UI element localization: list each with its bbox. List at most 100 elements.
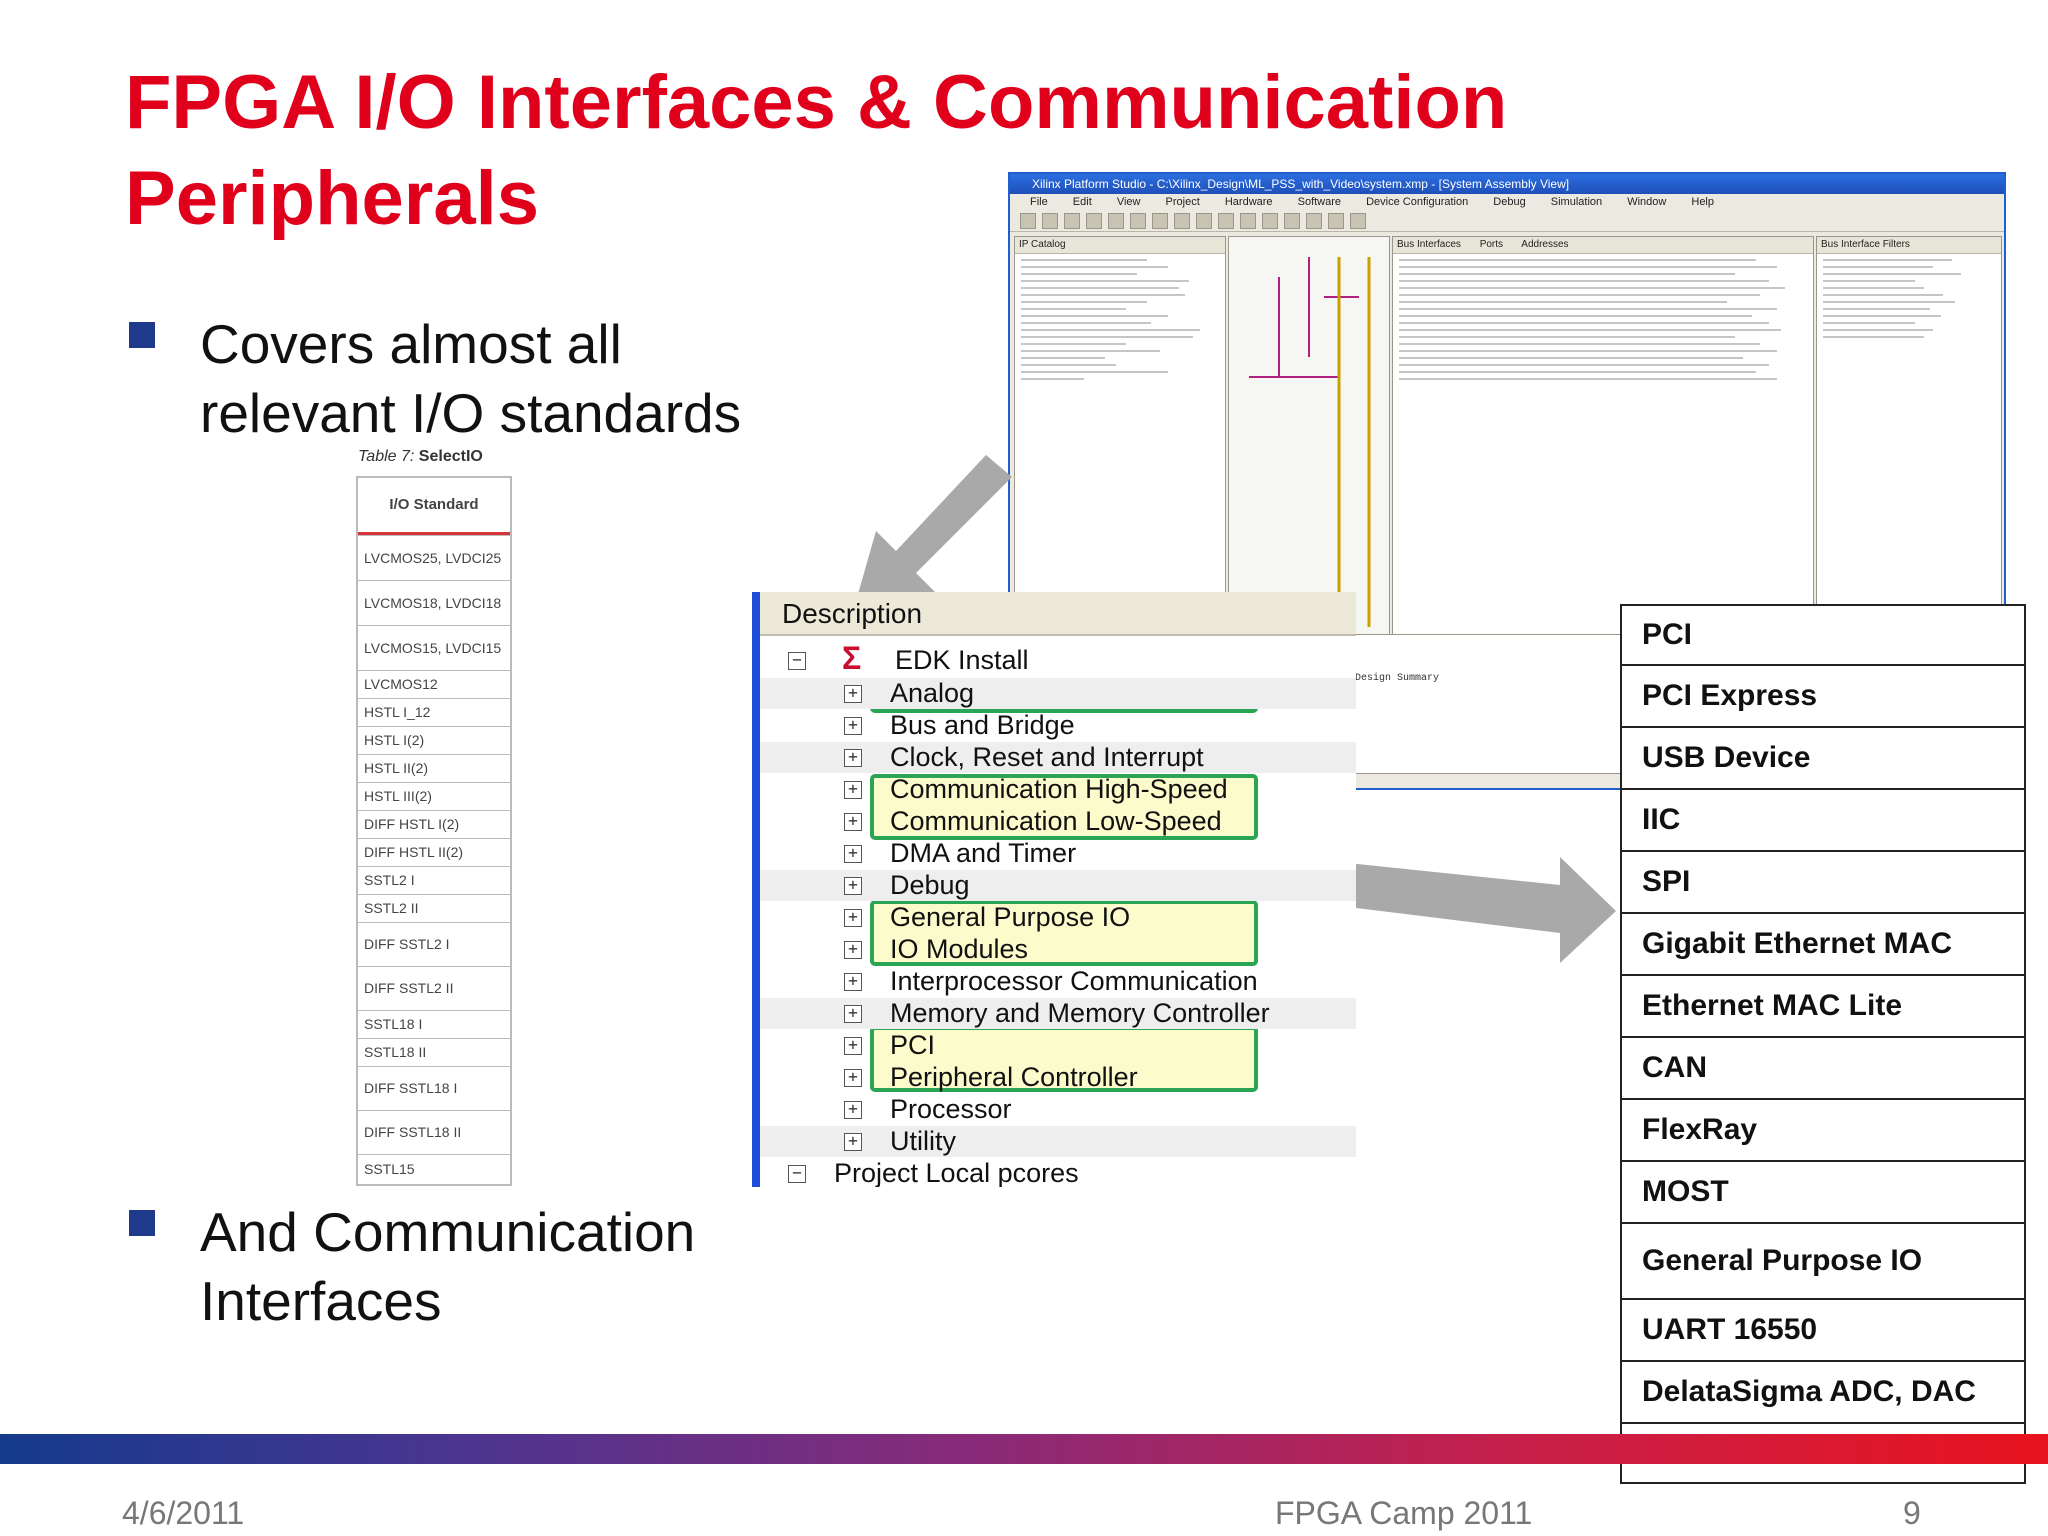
expand-icon[interactable]: + xyxy=(844,877,862,895)
list-item: General Purpose IO xyxy=(1620,1222,2026,1300)
assembly-tabs: Bus Interfaces Ports Addresses xyxy=(1393,237,1813,254)
toolbar-icon[interactable] xyxy=(1086,213,1102,229)
tree-item[interactable]: + Peripheral Controller xyxy=(760,1062,1356,1093)
table-row: DIFF SSTL18 I xyxy=(358,1066,510,1110)
toolbar-icon[interactable] xyxy=(1130,213,1146,229)
expand-icon[interactable]: + xyxy=(844,813,862,831)
tree-label: IO Modules xyxy=(890,934,1029,964)
tree-label: Communication High-Speed xyxy=(890,774,1228,804)
menu-item-edit[interactable]: Edit xyxy=(1072,196,1092,208)
filters-title: Bus Interface Filters xyxy=(1817,237,2001,254)
highlight-io xyxy=(870,900,1258,966)
tree-item[interactable]: + IO Modules xyxy=(760,934,1356,965)
menu-item-view[interactable]: View xyxy=(1116,196,1141,208)
toolbar-icon[interactable] xyxy=(1196,213,1212,229)
expand-icon[interactable]: + xyxy=(844,1037,862,1055)
menu-item-debug[interactable]: Debug xyxy=(1493,196,1526,208)
xps-system-assembly-pane: Bus Interfaces Ports Addresses xyxy=(1392,236,1814,638)
list-item: PCI Express xyxy=(1620,664,2026,728)
tree-item-project-local[interactable]: − Project Local pcores xyxy=(760,1158,1356,1187)
table-row: LVCMOS25, LVDCI25 xyxy=(358,535,510,580)
toolbar-icon[interactable] xyxy=(1174,213,1190,229)
tab-addresses[interactable]: Addresses xyxy=(1521,239,1569,250)
menu-item-window[interactable]: Window xyxy=(1627,196,1667,208)
expand-icon[interactable]: + xyxy=(844,781,862,799)
bus-diagram xyxy=(1249,257,1371,627)
list-item: UART 16550 xyxy=(1620,1298,2026,1362)
toolbar-icon[interactable] xyxy=(1042,213,1058,229)
tree-label: Communication Low-Speed xyxy=(890,806,1222,836)
menu-item-device-configuration[interactable]: Device Configuration xyxy=(1366,196,1469,208)
menu-item-software[interactable]: Software xyxy=(1297,196,1342,208)
tree-item[interactable]: + Bus and Bridge xyxy=(760,710,1356,741)
tree-item[interactable]: + Utility xyxy=(760,1126,1356,1157)
toolbar-icon[interactable] xyxy=(1262,213,1278,229)
toolbar-icon[interactable] xyxy=(1328,213,1344,229)
tree-item-root[interactable]: − Σ EDK Install xyxy=(760,642,1356,676)
tree-item[interactable]: + General Purpose IO xyxy=(760,902,1356,933)
bullet-marker xyxy=(129,322,155,348)
tree-item[interactable]: + Clock, Reset and Interrupt xyxy=(760,742,1356,773)
toolbar-icon[interactable] xyxy=(1240,213,1256,229)
expand-icon[interactable]: + xyxy=(844,1101,862,1119)
catalog-header: Description xyxy=(760,592,1356,636)
tree-label: Project Local pcores xyxy=(834,1158,1079,1187)
table-row: LVCMOS18, LVDCI18 xyxy=(358,580,510,625)
tree-item[interactable]: + DMA and Timer xyxy=(760,838,1356,869)
menu-item-file[interactable]: File xyxy=(1030,196,1048,208)
xps-screenshot: Xilinx Platform Studio - C:\Xilinx_Desig… xyxy=(1008,172,2006,790)
expand-icon[interactable]: + xyxy=(844,1005,862,1023)
expand-icon[interactable]: + xyxy=(844,941,862,959)
toolbar-icon[interactable] xyxy=(1152,213,1168,229)
tree-item[interactable]: + Interprocessor Communication xyxy=(760,966,1356,997)
table-row: DIFF HSTL II(2) xyxy=(358,838,510,866)
menu-item-help[interactable]: Help xyxy=(1691,196,1714,208)
toolbar-icon[interactable] xyxy=(1350,213,1366,229)
tree-label: Debug xyxy=(890,870,970,900)
menu-item-hardware[interactable]: Hardware xyxy=(1224,196,1273,208)
table-row: HSTL I(2) xyxy=(358,726,510,754)
xps-bus-filters-pane: Bus Interface Filters xyxy=(1816,236,2002,638)
tree-item[interactable]: + PCI xyxy=(760,1030,1356,1061)
collapse-icon[interactable]: − xyxy=(788,652,806,670)
tree-label: Memory and Memory Controller xyxy=(890,998,1270,1028)
expand-icon[interactable]: + xyxy=(844,717,862,735)
toolbar-icon[interactable] xyxy=(1284,213,1300,229)
menu-item-simulation[interactable]: Simulation xyxy=(1550,196,1603,208)
caption-title: SelectIO xyxy=(418,448,483,465)
toolbar-icon[interactable] xyxy=(1064,213,1080,229)
table-row: DIFF SSTL2 II xyxy=(358,966,510,1010)
expand-icon[interactable]: + xyxy=(844,685,862,703)
menu-item-project[interactable]: Project xyxy=(1165,196,1200,208)
tree-item[interactable]: + Debug xyxy=(760,870,1356,901)
xps-ip-catalog-pane: IP Catalog xyxy=(1014,236,1226,638)
tree-item[interactable]: + Analog xyxy=(760,678,1356,709)
expand-icon[interactable]: + xyxy=(844,845,862,863)
expand-icon[interactable]: + xyxy=(844,1069,862,1087)
tab-bus-interfaces[interactable]: Bus Interfaces xyxy=(1397,239,1461,250)
toolbar-icon[interactable] xyxy=(1306,213,1322,229)
expand-icon[interactable]: + xyxy=(844,749,862,767)
tree-item[interactable]: + Memory and Memory Controller xyxy=(760,998,1356,1029)
toolbar-icon[interactable] xyxy=(1218,213,1234,229)
tab-ports[interactable]: Ports xyxy=(1479,239,1504,250)
highlight-communication xyxy=(870,774,1258,840)
tree-item[interactable]: + Communication Low-Speed xyxy=(760,806,1356,837)
bullet-line: relevant I/O standards xyxy=(200,382,742,444)
table-row: SSTL15 xyxy=(358,1154,510,1184)
tree-item[interactable]: + Processor xyxy=(760,1094,1356,1125)
toolbar-icon[interactable] xyxy=(1108,213,1124,229)
table-row: DIFF SSTL18 II xyxy=(358,1110,510,1154)
tree-label: Interprocessor Communication xyxy=(890,966,1258,996)
tree-label: Analog xyxy=(890,678,975,708)
table-row: LVCMOS12 xyxy=(358,670,510,698)
toolbar-icon[interactable] xyxy=(1020,213,1036,229)
tab-design-summary[interactable]: Design Summary xyxy=(1355,673,1440,684)
expand-icon[interactable]: + xyxy=(844,973,862,991)
collapse-icon[interactable]: − xyxy=(788,1165,806,1183)
table-row: HSTL III(2) xyxy=(358,782,510,810)
expand-icon[interactable]: + xyxy=(844,1133,862,1151)
expand-icon[interactable]: + xyxy=(844,909,862,927)
tree-item[interactable]: + Communication High-Speed xyxy=(760,774,1356,805)
table-row: LVCMOS15, LVDCI15 xyxy=(358,625,510,670)
